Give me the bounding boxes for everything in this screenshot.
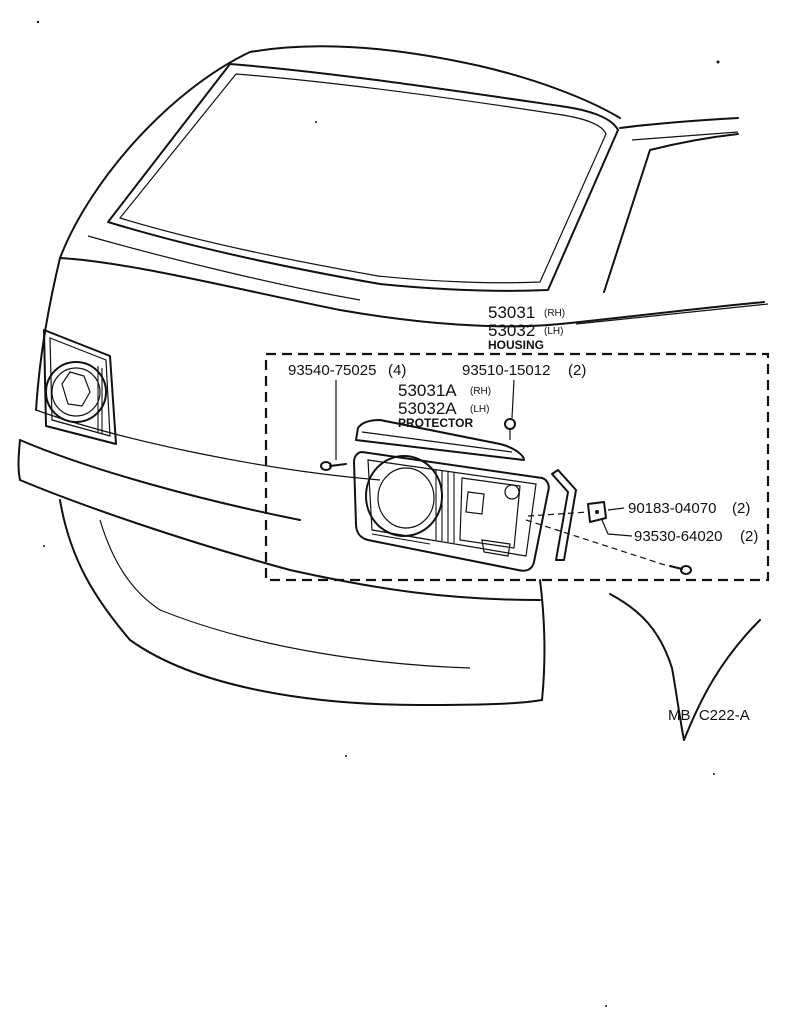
protector-label: 53031A (RH) 53032A (LH) PROTECTOR xyxy=(398,381,491,430)
housing-tag-lh: (LH) xyxy=(544,326,563,337)
screw-left-part: 93540-75025 xyxy=(288,362,376,379)
housing-label: 53031 (RH) 53032 (LH) HOUSING xyxy=(488,303,565,352)
housing-tag-rh: (RH) xyxy=(544,308,565,319)
screw-left-qty: (4) xyxy=(388,362,406,379)
housing-part-lh: 53032 xyxy=(488,321,535,340)
nut-qty: (2) xyxy=(732,500,750,517)
protector-tag-rh: (RH) xyxy=(470,386,491,397)
screw-right-qty: (2) xyxy=(740,528,758,545)
bolt-top-part: 93510-15012 xyxy=(462,362,550,379)
vehicle-body-outline xyxy=(17,45,765,741)
housing-leader-line xyxy=(575,303,769,325)
housing-name: HOUSING xyxy=(488,338,544,352)
screw-right-label: 93530-64020 (2) xyxy=(634,528,758,545)
top-bolt xyxy=(504,418,516,440)
right-screw xyxy=(669,565,692,575)
exploded-view-box xyxy=(264,352,770,582)
protector-name: PROTECTOR xyxy=(398,416,473,430)
screw-left-label: 93540-75025 (4) xyxy=(288,362,406,379)
left-screw xyxy=(320,461,347,471)
bolt-top-label: 93510-15012 (2) xyxy=(462,362,586,379)
bolt-top-qty: (2) xyxy=(568,362,586,379)
scan-specks xyxy=(36,20,720,1007)
housing-bezel xyxy=(353,451,550,572)
nut-label: 90183-04070 (2) xyxy=(628,500,750,517)
protector-tag-lh: (LH) xyxy=(470,404,489,415)
side-trim-strip xyxy=(551,469,577,561)
protector-part-rh: 53031A xyxy=(398,381,457,400)
screw-right-part: 93530-64020 xyxy=(634,528,722,545)
housing-part-rh: 53031 xyxy=(488,303,535,322)
nut-part: 90183-04070 xyxy=(628,500,716,517)
drawing-code: MB C222-A xyxy=(668,707,750,724)
nut-clip xyxy=(587,501,607,523)
exploded-parts xyxy=(320,379,692,575)
protector-part-lh: 53032A xyxy=(398,399,457,418)
left-headlamp-on-vehicle xyxy=(43,329,117,445)
protector-strip xyxy=(355,419,525,461)
